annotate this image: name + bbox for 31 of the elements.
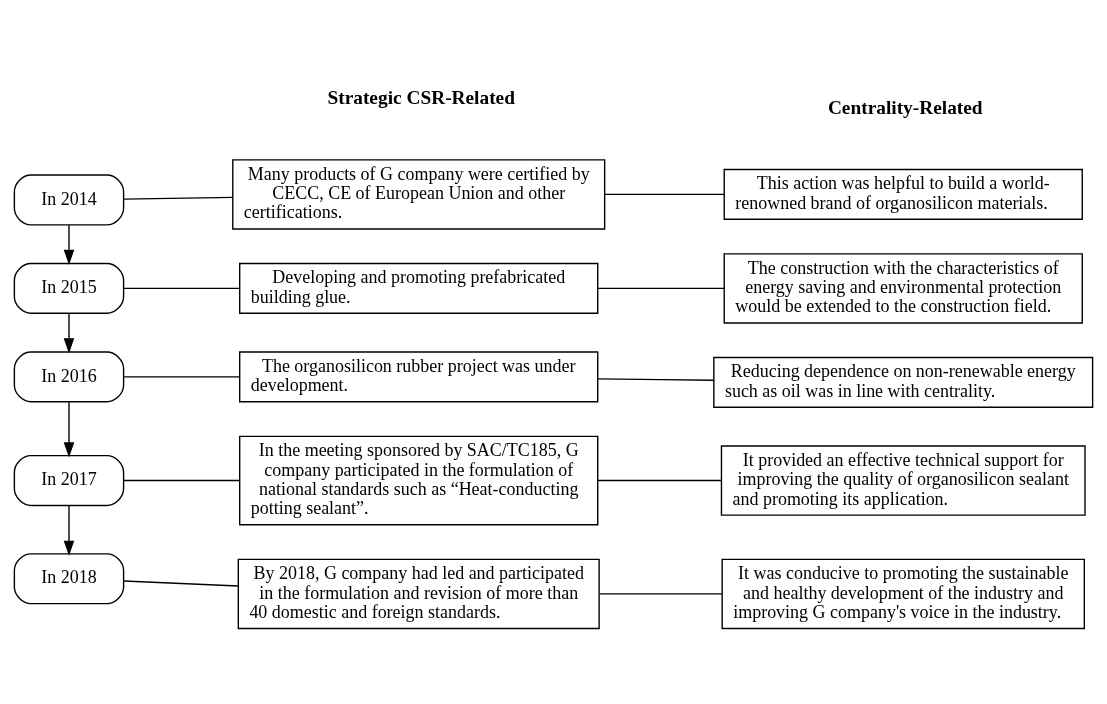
node-box: In 2018: [13, 553, 125, 605]
connector: [598, 593, 723, 595]
node-box: In the meeting sponsored by SAC/TC185, G company participated in the formulation of national standards such as “Heat-conducting potting sealant”.: [239, 435, 599, 526]
label: Strategic CSR-Related: [327, 87, 515, 109]
connector: [123, 580, 239, 587]
connector: [123, 287, 241, 290]
connector: [597, 378, 715, 381]
node-box: In 2016: [13, 351, 125, 403]
connector: [123, 479, 241, 482]
node-box: In 2014: [13, 174, 125, 226]
node-box: It was conducive to promoting the sustainable and healthy development of the industry and improving G company's voice in the industry.: [721, 558, 1085, 630]
node-box: The organosilicon rubber project was under development.: [239, 351, 599, 403]
node-box: Reducing dependence on non-renewable energy such as oil was in line with centrality.: [713, 356, 1094, 408]
connector: [597, 479, 723, 482]
node-box: By 2018, G company had led and participated in the formulation and revision of more than 40 domestic and foreign standards.: [237, 558, 600, 630]
connector: [123, 376, 241, 378]
arrow: [63, 312, 75, 354]
node-box: The construction with the characteristics of energy saving and environmental protection would be extended to the construction field.: [723, 253, 1083, 324]
connector: [604, 193, 725, 196]
arrow: [63, 505, 75, 556]
node-box: Many products of G company were certified by CECC, CE of European Union and other certifications.: [232, 159, 606, 230]
node-box: In 2015: [13, 262, 125, 314]
node-box: In 2017: [13, 455, 125, 507]
arrow: [63, 401, 75, 458]
connector: [123, 196, 234, 200]
label: Centrality-Related: [827, 96, 983, 118]
arrow: [63, 224, 75, 265]
connector: [597, 287, 725, 290]
node-box: Developing and promoting prefabricated building glue.: [239, 262, 599, 314]
node-box: This action was helpful to build a world-renowned brand of organosilicon materials.: [723, 168, 1083, 220]
node-box: It provided an effective technical support for improving the quality of organosilicon sealant and promoting its application.: [720, 445, 1086, 516]
